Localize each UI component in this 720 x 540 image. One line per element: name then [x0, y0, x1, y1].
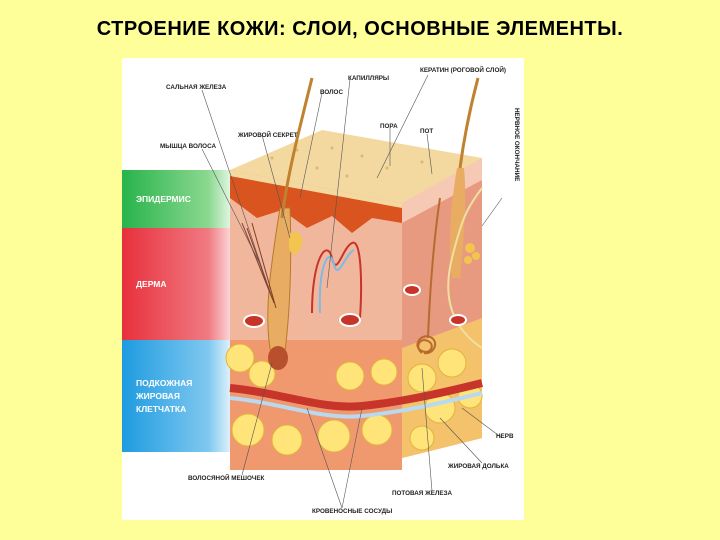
label-fat-lobule: ЖИРОВАЯ ДОЛЬКА	[447, 463, 509, 470]
label-nerve: НЕРВ	[496, 433, 514, 440]
slide-title: СТРОЕНИЕ КОЖИ: СЛОИ, ОСНОВНЫЕ ЭЛЕМЕНТЫ.	[0, 18, 720, 41]
label-hair-muscle: МЫШЦА ВОЛОСА	[160, 143, 216, 150]
label-sebaceous-gland: САЛЬНАЯ ЖЕЛЕЗА	[166, 84, 227, 91]
label-hair: ВОЛОС	[320, 89, 343, 96]
skin-cross-section: САЛЬНАЯ ЖЕЛЕЗА МЫШЦА ВОЛОСА ЖИРОВОЙ СЕКР…	[122, 58, 524, 520]
label-blood-vessels: КРОВЕНОСНЫЕ СОСУДЫ	[312, 508, 392, 515]
label-hair-follicle: ВОЛОСЯНОЙ МЕШОЧЕК	[188, 473, 265, 482]
label-sweat-gland: ПОТОВАЯ ЖЕЛЕЗА	[392, 490, 453, 497]
hair-shaft-right	[460, 78, 478, 168]
label-capillaries: КАПИЛЛЯРЫ	[348, 75, 389, 82]
label-sebum: ЖИРОВОЙ СЕКРЕТ	[237, 130, 298, 139]
label-sweat: ПОТ	[420, 128, 433, 135]
label-nerve-ending: НЕРВНОЕ ОКОНЧАНИЕ	[513, 108, 520, 181]
skin-diagram: ЭПИДЕРМИС ДЕРМА ПОДКОЖНАЯ ЖИРОВАЯ КЛЕТЧА…	[122, 58, 524, 520]
label-pore: ПОРА	[380, 123, 398, 130]
label-keratin: КЕРАТИН (РОГОВОЙ СЛОЙ)	[420, 65, 506, 74]
